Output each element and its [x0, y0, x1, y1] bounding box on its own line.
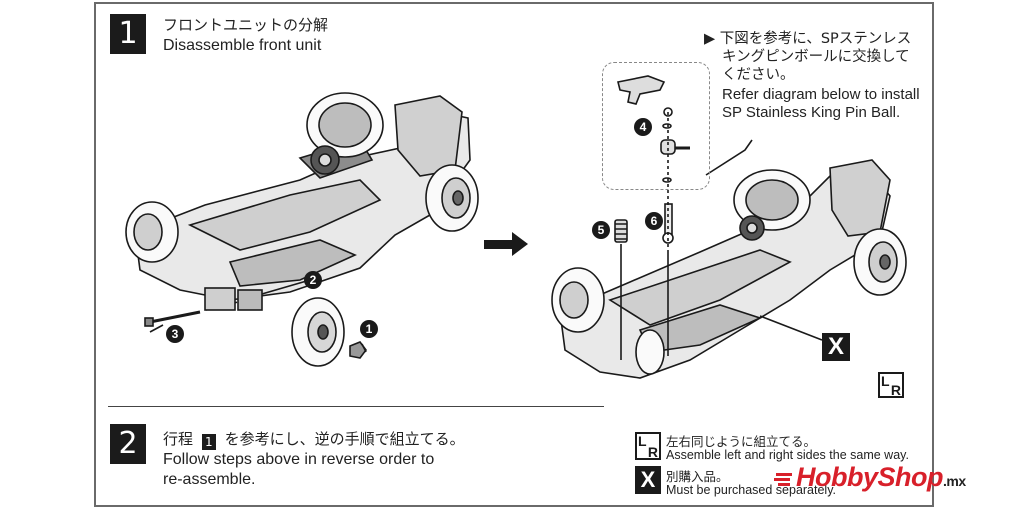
- legend-x-text-jp: 別購入品。: [666, 469, 729, 484]
- legend-x-icon: X: [635, 466, 661, 494]
- logo-speed-lines-icon: [774, 472, 792, 486]
- kingpin-callout-en-line2: SP Stainless King Pin Ball.: [722, 104, 901, 121]
- step-2-text-en-line1: Follow steps above in reverse order to: [163, 451, 435, 468]
- part-number-4: 4: [634, 118, 652, 136]
- legend-lr-r: R: [647, 444, 658, 460]
- part-number-6: 6: [645, 212, 663, 230]
- legend-lr-text-jp: 左右同じように組立てる。: [666, 434, 817, 449]
- legend-lr-l: L: [638, 433, 647, 449]
- instruction-frame: [94, 2, 934, 507]
- step-2-number-box: 2: [110, 424, 146, 464]
- step-2-jp-suffix: を参考にし、逆の手順で組立てる。: [224, 430, 465, 448]
- legend-lr-icon: L R: [635, 432, 661, 460]
- right-chassis-drawing: [551, 75, 907, 379]
- process-arrow: [484, 232, 528, 256]
- logo-suffix: .mx: [942, 473, 966, 489]
- kingpin-callout-jp-line1: ▶ 下図を参考に、SPステンレス: [704, 31, 912, 47]
- left-chassis-drawing: [125, 92, 479, 367]
- part-number-2: 2: [304, 271, 322, 289]
- kingpin-callout-en-line1: Refer diagram below to install: [722, 86, 920, 103]
- lr-marker-l: L: [881, 373, 890, 389]
- step-2-jp-prefix: 行程: [163, 430, 194, 448]
- part-number-1: 1: [360, 320, 378, 338]
- step-2-text-jp: 行程 1 を参考にし、逆の手順で組立てる。: [163, 428, 465, 450]
- kingpin-callout-jp-line3: ください。: [722, 67, 795, 83]
- kingpin-detail-box: [602, 62, 710, 190]
- step-1-number-box: 1: [110, 14, 146, 54]
- step-2-ref-box: 1: [201, 434, 216, 450]
- logo-brand: HobbyShop: [796, 462, 943, 492]
- left-right-marker: L R: [878, 372, 904, 398]
- lr-marker-r: R: [890, 382, 901, 398]
- separate-purchase-marker: X: [822, 333, 850, 361]
- step-1-title-en: Disassemble front unit: [163, 37, 322, 54]
- part-number-3: 3: [166, 325, 184, 343]
- step-1-title-jp: フロントユニットの分解: [163, 16, 329, 34]
- kingpin-callout-jp-line2: キングピンボールに交換して: [722, 49, 910, 65]
- legend-lr-text-en: Assemble left and right sides the same w…: [666, 448, 909, 462]
- step-divider: [108, 406, 604, 407]
- hobbyshop-watermark-logo: HobbyShop.mx: [774, 462, 966, 493]
- legend-x-text-en: Must be purchased separately.: [666, 483, 837, 497]
- step-2-text-en-line2: re-assemble.: [163, 471, 256, 488]
- part-number-5: 5: [592, 221, 610, 239]
